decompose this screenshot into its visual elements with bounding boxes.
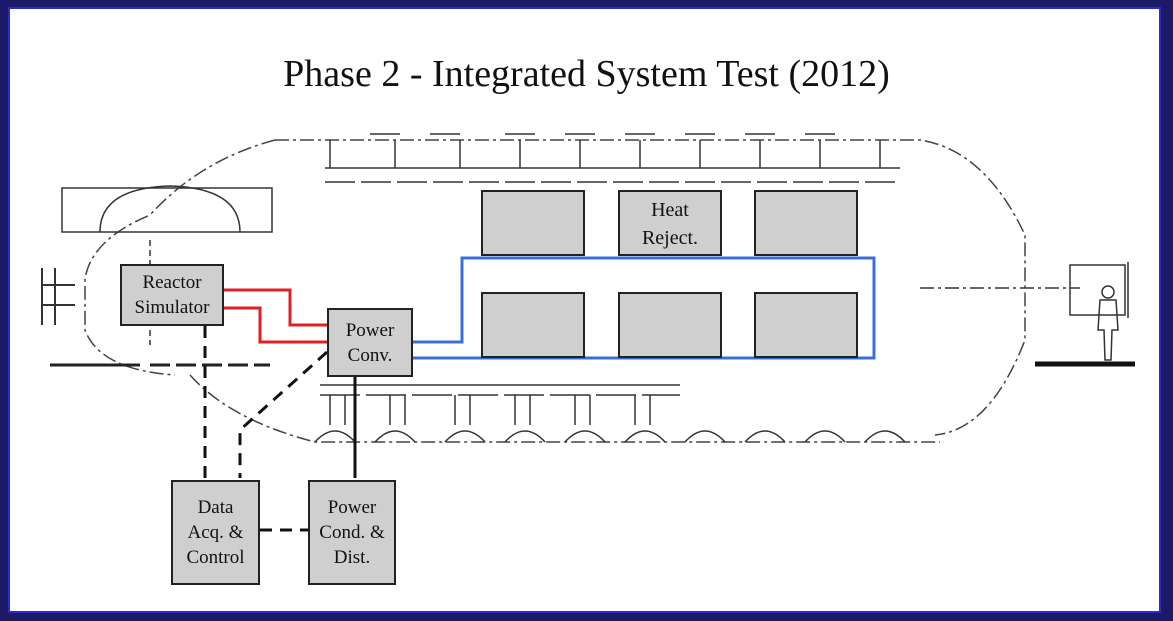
reactor-simulator-label: Reactor Simulator [134, 272, 210, 318]
power-conv-box: Power Conv. [327, 308, 413, 377]
power-conv-label: Power Conv. [345, 319, 395, 366]
control-lines [203, 326, 329, 532]
right-nozzle [920, 262, 1129, 318]
top-rail [325, 133, 900, 183]
left-fixture [41, 268, 75, 325]
power-cond-label: Power Cond. & Dist. [319, 497, 385, 568]
heat-reject-panel-1 [481, 190, 585, 256]
lower-rails [320, 384, 680, 425]
hot-loop-return [224, 306, 327, 344]
chamber-outline [84, 139, 1026, 443]
heat-reject-label: Heat Reject. [641, 199, 699, 249]
data-acq-label: Data Acq. & Control [186, 497, 245, 568]
slide-title: Phase 2 - Integrated System Test (2012) [283, 53, 890, 95]
heat-reject-panel-3 [754, 190, 858, 256]
power-cond-box: Power Cond. & Dist. [308, 480, 396, 585]
person-figure [1097, 285, 1119, 361]
data-acq-box: Data Acq. & Control [171, 480, 260, 585]
hot-loop-supply [224, 288, 327, 327]
lower-shrouds [314, 430, 906, 443]
heat-reject-panel-2 [618, 190, 722, 256]
reactor-simulator-box: Reactor Simulator [120, 264, 224, 326]
heat-reject-panel-5 [618, 292, 722, 358]
cold-loop-line [413, 256, 876, 360]
heat-reject-panel-6 [754, 292, 858, 358]
heat-reject-panel-4 [481, 292, 585, 358]
